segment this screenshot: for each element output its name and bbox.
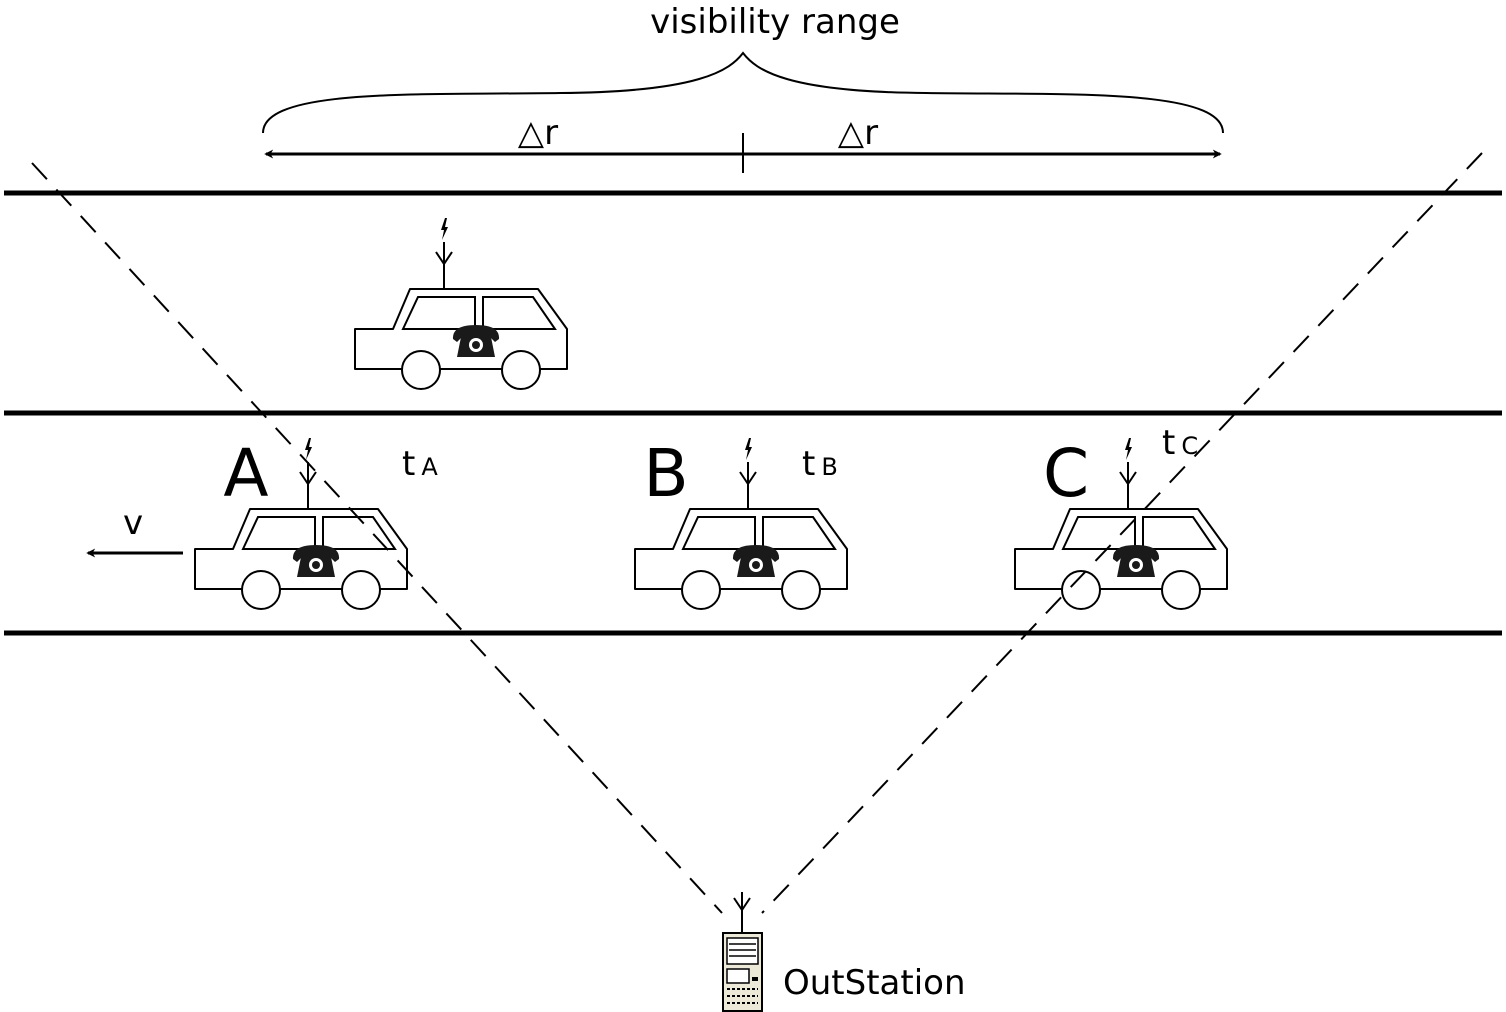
- car-b-time-main: t: [802, 444, 815, 484]
- car-a-label: A: [223, 435, 268, 512]
- car-c-time-main: t: [1162, 423, 1175, 463]
- car-a: [194, 508, 408, 610]
- oncoming-car-antenna: [435, 217, 453, 291]
- outstation-server-icon: [722, 932, 763, 1012]
- car-c-time-sub: C: [1181, 432, 1198, 460]
- car-c: [1014, 508, 1228, 610]
- car-a-antenna: [299, 437, 317, 511]
- car-a-time-main: t: [402, 444, 415, 484]
- car-b-antenna: [739, 437, 757, 511]
- car-c-antenna: [1119, 437, 1137, 511]
- visibility-range-label: visibility range: [650, 2, 900, 42]
- delta-r-right-label: △r: [838, 113, 878, 153]
- car-b: [634, 508, 848, 610]
- car-a-time-sub: A: [421, 453, 438, 481]
- delta-r-left-label: △r: [518, 113, 558, 153]
- visibility-cone-left: [31, 162, 723, 914]
- velocity-label: v: [123, 503, 143, 543]
- outstation-antenna: [733, 892, 751, 932]
- visibility-cone-right: [761, 152, 1483, 914]
- car-b-time-sub: B: [821, 453, 837, 481]
- outstation-label: OutStation: [783, 963, 966, 1003]
- car-c-label: C: [1043, 435, 1089, 512]
- oncoming-car: [354, 288, 568, 390]
- visibility-brace: [262, 51, 1224, 134]
- car-b-label: B: [643, 435, 688, 512]
